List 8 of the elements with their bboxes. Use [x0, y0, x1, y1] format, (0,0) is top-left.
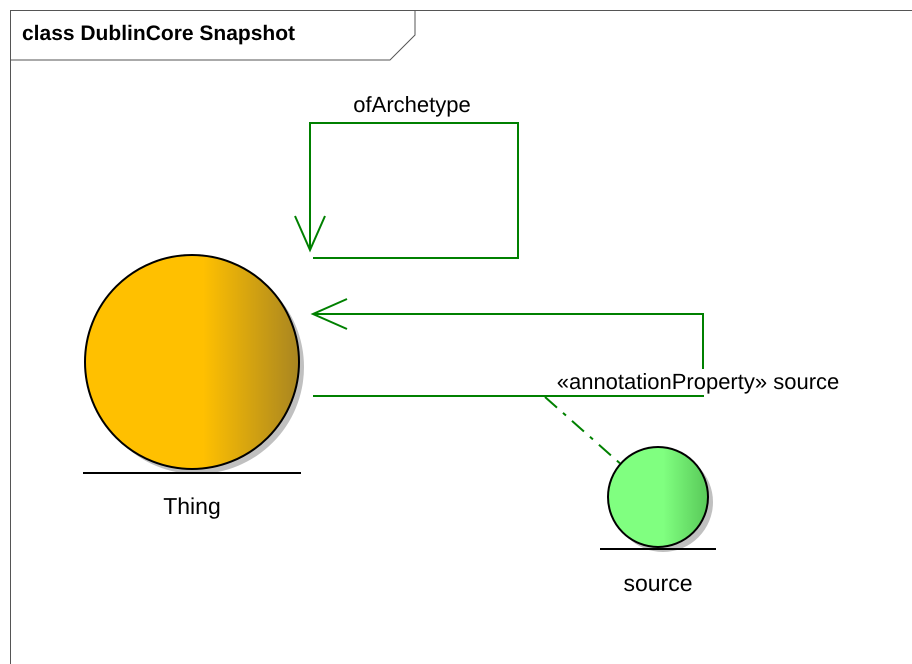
- edge-label: ofArchetype: [352, 92, 472, 118]
- class-name: source: [623, 570, 693, 597]
- edge-label: «annotationProperty» source: [554, 369, 842, 395]
- association-arrow: [312, 298, 704, 397]
- class-name: Thing: [163, 493, 221, 520]
- association-arrow: [294, 122, 519, 259]
- diagram-title: class DublinCore Snapshot: [22, 22, 296, 46]
- connector-line: [544, 396, 622, 465]
